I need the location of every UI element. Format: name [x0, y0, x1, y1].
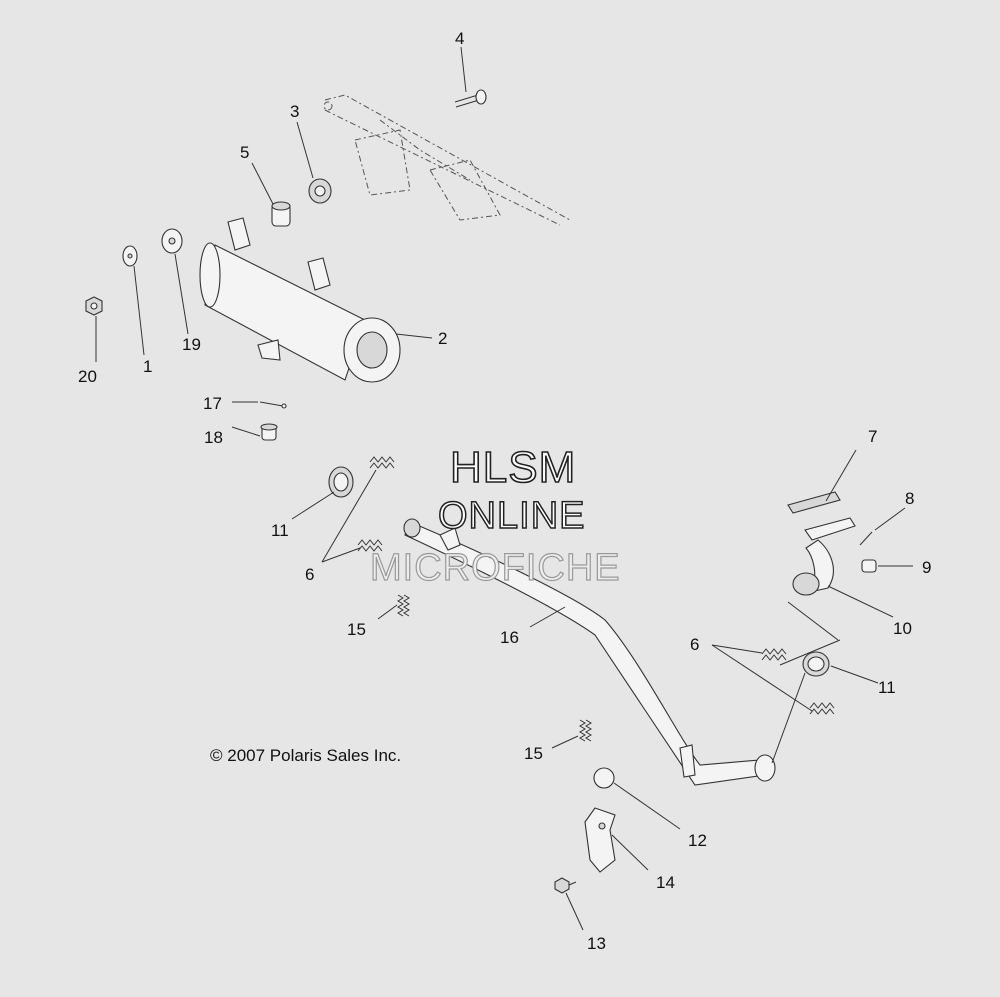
bolt-part [454, 89, 487, 108]
washer-1-part [122, 245, 138, 267]
callout-4: 4 [455, 29, 464, 48]
grommet-part [308, 178, 332, 204]
callout-6a: 6 [305, 565, 314, 584]
spring-6d-part [809, 702, 835, 715]
cap-9-part [861, 559, 877, 573]
gasket-11b-part [802, 651, 830, 677]
ball-12-part [593, 767, 615, 789]
callout-1: 1 [143, 357, 152, 376]
callout-12: 12 [688, 831, 707, 850]
watermark-line-3: MICROFICHE [370, 547, 621, 589]
head-pipe-part [403, 518, 776, 786]
nut-part [85, 296, 103, 316]
bolt-13-part [554, 877, 577, 894]
spring-6c-part [761, 648, 787, 661]
callout-15a: 15 [347, 620, 366, 639]
muffler-part [199, 217, 401, 383]
pin-8-part [859, 531, 873, 546]
washer-19-part [161, 228, 183, 254]
watermark: HLSM ONLINE MICROFICHE [369, 442, 621, 589]
watermark-line-2: ONLINE [438, 495, 585, 537]
spring-15a-part [397, 594, 410, 617]
callout-3: 3 [290, 102, 299, 121]
callout-13: 13 [587, 934, 606, 953]
callout-8: 8 [905, 489, 914, 508]
callout-20: 20 [78, 367, 97, 386]
callout-11a: 11 [271, 521, 289, 540]
callout-labels: 4 3 5 2 19 1 20 17 18 11 6 15 16 7 8 9 1… [78, 29, 931, 953]
callout-16: 16 [500, 628, 519, 647]
callout-10: 10 [893, 619, 912, 638]
spring-6b-part [357, 539, 383, 552]
watermark-line-1: HLSM [450, 443, 576, 492]
elbow-10-part [792, 517, 856, 596]
callout-2: 2 [438, 329, 447, 348]
bushing-part [271, 201, 291, 227]
callout-7: 7 [868, 427, 877, 446]
callout-19: 19 [182, 335, 201, 354]
gasket-11a-part [328, 466, 354, 498]
callout-18: 18 [204, 428, 223, 447]
leader-lines [95, 46, 913, 931]
copyright-text: © 2007 Polaris Sales Inc. [210, 746, 401, 765]
callout-5: 5 [240, 143, 249, 162]
spring-15b-part [579, 719, 592, 742]
callout-17: 17 [203, 394, 222, 413]
gasket-7-part [787, 491, 841, 514]
callout-11b: 11 [878, 678, 896, 697]
spring-6a-part [369, 456, 395, 469]
callout-6b: 6 [690, 635, 699, 654]
pin-17-part [259, 401, 287, 409]
callout-15b: 15 [524, 744, 543, 763]
bracket-14-part [584, 807, 616, 873]
callout-9: 9 [922, 558, 931, 577]
callout-14: 14 [656, 873, 675, 892]
cap-18-part [260, 423, 278, 441]
frame-outline [323, 94, 571, 226]
